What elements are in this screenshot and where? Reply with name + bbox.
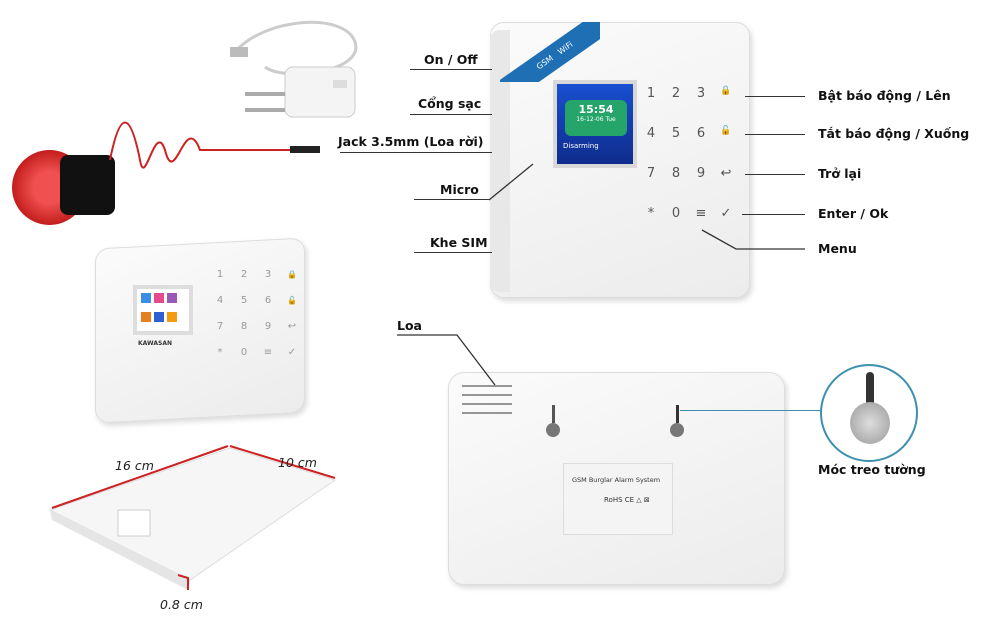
wall-hook-slot-right [670, 405, 684, 437]
label-audio-jack: Jack 3.5mm (Loa rời) [338, 134, 484, 149]
label-microphone: Micro [440, 182, 479, 197]
key-back[interactable]: ↩ [720, 166, 732, 181]
label-wall-hook: Móc treo tường [818, 462, 926, 477]
small-key-4: 4 [216, 295, 224, 306]
wall-hook-slot-left [546, 405, 560, 437]
small-key-enter: ✓ [287, 347, 297, 358]
wall-hook-zoom-circle [820, 364, 918, 462]
small-device-keypad: 1 2 3 🔒 4 5 6 🔓 7 8 9 ↩ * 0 ≡ ✓ [212, 268, 308, 368]
dimension-width: 10 cm [278, 455, 317, 470]
gsm-label: GSM [534, 53, 555, 72]
label-back: Trở lại [818, 166, 862, 181]
dimension-device-image [48, 445, 337, 590]
small-key-9: 9 [264, 321, 272, 332]
small-key-0: 0 [240, 347, 248, 358]
small-key-arm: 🔒 [287, 270, 297, 279]
key-7[interactable]: 7 [646, 166, 656, 181]
screen-status: Disarming [563, 142, 599, 150]
key-star[interactable]: * [647, 206, 655, 221]
label-speaker: Loa [397, 318, 422, 333]
siren-body [60, 155, 115, 215]
small-key-star: * [217, 347, 223, 358]
lcd-screen: 15:54 16-12-06 Tue Disarming [553, 80, 637, 168]
key-disarm[interactable]: 🔓 [720, 126, 732, 136]
key-arm[interactable]: 🔒 [720, 86, 732, 96]
charger-and-usb-cable-image [230, 20, 358, 118]
key-9[interactable]: 9 [696, 166, 706, 181]
label-sim-slot: Khe SIM [430, 235, 488, 250]
small-key-7: 7 [216, 321, 224, 332]
key-4[interactable]: 4 [646, 126, 656, 141]
small-device-brand: KAWASAN [138, 340, 173, 347]
keypad: 1 2 3 🔒 4 5 6 🔓 7 8 9 ↩ * 0 ≡ ✓ [640, 86, 740, 226]
label-enter-ok: Enter / Ok [818, 206, 889, 221]
small-key-3: 3 [264, 269, 272, 280]
back-sticker: GSM Burglar Alarm System RoHS CE △ ⊠ [563, 463, 673, 535]
small-key-6: 6 [264, 295, 272, 306]
key-5[interactable]: 5 [671, 126, 681, 141]
label-arm-up: Bật báo động / Lên [818, 88, 951, 103]
small-key-2: 2 [240, 269, 248, 280]
device-side-edge [490, 30, 510, 292]
small-device-screen [133, 285, 193, 335]
siren-cable [109, 121, 320, 169]
key-enter[interactable]: ✓ [720, 206, 732, 221]
key-6[interactable]: 6 [696, 126, 706, 141]
label-on-off: On / Off [424, 52, 478, 67]
small-key-back: ↩ [287, 321, 297, 332]
screen-time: 15:54 [578, 103, 614, 116]
key-8[interactable]: 8 [671, 166, 681, 181]
small-key-5: 5 [240, 295, 248, 306]
small-key-menu: ≡ [263, 347, 273, 358]
screen-date: 16-12-06 Tue [576, 116, 616, 123]
small-key-1: 1 [216, 269, 224, 280]
dimension-length: 16 cm [115, 458, 154, 473]
small-key-disarm: 🔓 [287, 296, 297, 305]
gsm-wifi-banner: GSM WiFi [500, 22, 600, 82]
key-2[interactable]: 2 [671, 86, 681, 101]
speaker-grille [462, 385, 512, 415]
label-disarm-down: Tắt báo động / Xuống [818, 126, 970, 141]
wifi-label: WiFi [556, 39, 575, 57]
sticker-certifications: RoHS CE △ ⊠ [604, 496, 650, 504]
label-charging-port: Cổng sạc [418, 96, 482, 111]
key-1[interactable]: 1 [646, 86, 656, 101]
key-3[interactable]: 3 [696, 86, 706, 101]
label-menu: Menu [818, 241, 857, 256]
sticker-title: GSM Burglar Alarm System [572, 476, 661, 484]
key-0[interactable]: 0 [671, 206, 681, 221]
key-menu[interactable]: ≡ [695, 206, 707, 221]
dimension-thickness: 0.8 cm [160, 597, 203, 612]
small-key-8: 8 [240, 321, 248, 332]
